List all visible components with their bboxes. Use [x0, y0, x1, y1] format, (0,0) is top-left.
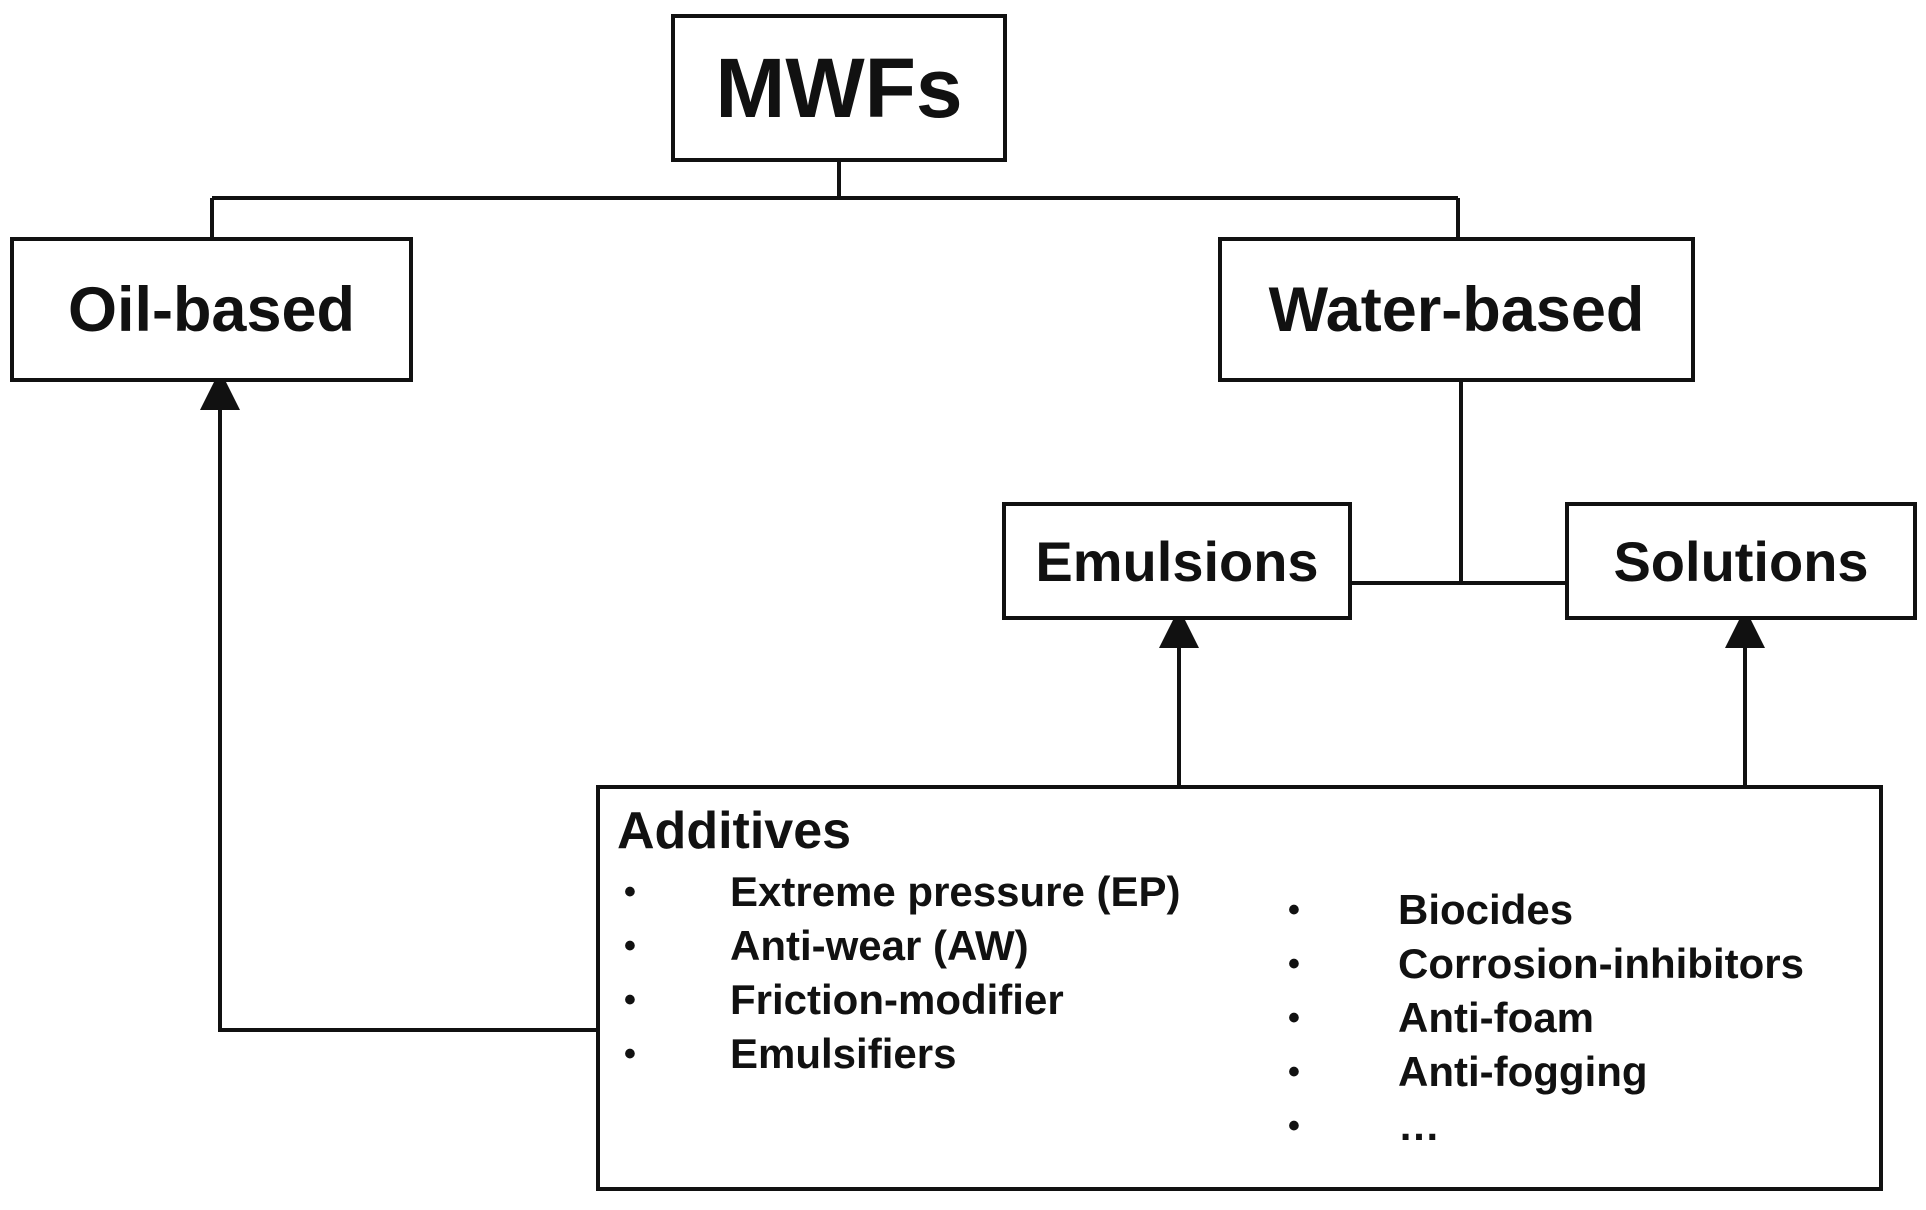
- bullet-icon: •: [1288, 999, 1300, 1037]
- node-water-based: Water-based: [1218, 237, 1695, 382]
- node-oil-based: Oil-based: [10, 237, 413, 382]
- additive-emulsifiers: Emulsifiers: [730, 1030, 957, 1077]
- bullet-icon: •: [624, 981, 636, 1019]
- additive-anti-fogging: Anti-fogging: [1398, 1048, 1648, 1095]
- bullet-icon: •: [624, 927, 636, 965]
- additive-anti-wear: Anti-wear (AW): [730, 922, 1029, 969]
- bullet-icon: •: [1288, 1107, 1300, 1145]
- node-solutions: Solutions: [1565, 502, 1917, 620]
- additive-anti-foam: Anti-foam: [1398, 994, 1594, 1041]
- bullet-icon: •: [624, 1035, 636, 1073]
- node-mwfs: MWFs: [671, 14, 1007, 162]
- node-additives: Additives • Extreme pressure (EP) • Anti-w…: [596, 785, 1883, 1191]
- additive-ellipsis: …: [1398, 1102, 1440, 1149]
- node-emulsions: Emulsions: [1002, 502, 1352, 620]
- additive-biocides: Biocides: [1398, 886, 1574, 933]
- additive-corrosion-inhibitors: Corrosion-inhibitors: [1398, 940, 1804, 987]
- bullet-icon: •: [1288, 1053, 1300, 1091]
- additives-title: Additives: [617, 802, 852, 860]
- bullet-icon: •: [624, 873, 636, 911]
- bullet-icon: •: [1288, 945, 1300, 983]
- additive-friction-modifier: Friction-modifier: [730, 976, 1064, 1023]
- arrow-additives-to-oil-based: [200, 370, 596, 1032]
- additive-extreme-pressure: Extreme pressure (EP): [730, 868, 1181, 915]
- bullet-icon: •: [1288, 891, 1300, 929]
